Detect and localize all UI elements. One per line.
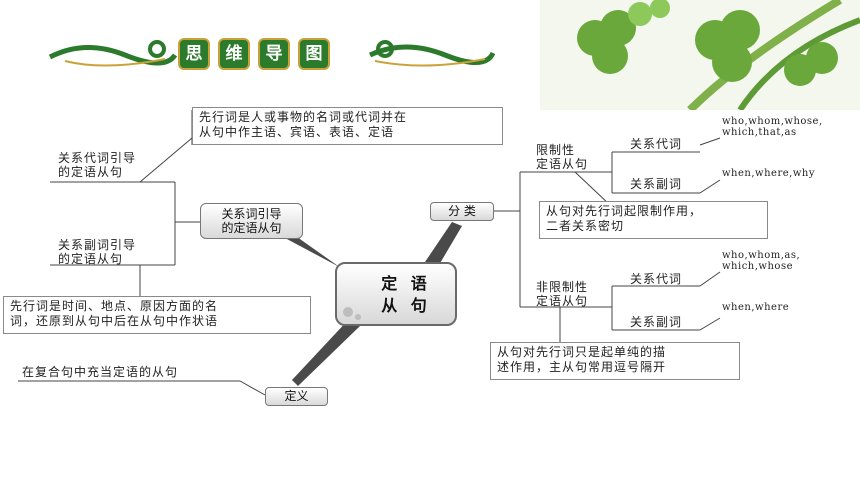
nonrestrictive-pronoun-words-1: who,whom,as,: [722, 250, 801, 261]
pronoun-antecedent-note: 先行词是人或事物的名词或代词并在 从句中作主语、宾语、表语、定语: [192, 107, 503, 145]
nonrestrictive-pronoun-label: 关系代词: [630, 272, 683, 286]
central-topic-title: 定 语 从 句: [376, 273, 436, 317]
nonrestrictive-adverb-label: 关系副词: [630, 315, 683, 329]
adverb-note-line-2: 词，还原到从句中后在从句中作状语: [10, 314, 219, 328]
adverb-label-line-1: 关系副词引导: [58, 238, 137, 252]
restrictive-note-line-1: 从句对先行词起限制作用，: [546, 204, 703, 218]
restrictive-clause-label: 限制性 定语从句: [536, 143, 588, 171]
nonrestrictive-clause-label: 非限制性 定语从句: [536, 280, 588, 308]
pronoun-note-line-1: 先行词是人或事物的名词或代词并在: [199, 110, 408, 124]
nonrestrictive-label-line-2: 定语从句: [536, 294, 589, 308]
adverb-note-line-1: 先行词是时间、地点、原因方面的名: [10, 299, 219, 313]
restrictive-note: 从句对先行词起限制作用， 二者关系密切: [539, 201, 768, 239]
restrictive-pronoun-label: 关系代词: [630, 137, 683, 151]
title-banner-ornament: [48, 40, 495, 67]
adverb-clause-label: 关系副词引导 的定语从句: [58, 238, 136, 266]
relative-node-line-2: 的定语从句: [221, 221, 282, 235]
pronoun-clause-label: 关系代词引导 的定语从句: [58, 151, 136, 179]
title-char-1: 思: [178, 38, 210, 70]
adverb-label-line-2: 的定语从句: [58, 252, 124, 266]
central-title-line-2: 从 句: [381, 296, 431, 315]
nonrestrictive-pronoun-words-2: which,whose: [722, 261, 793, 272]
restrictive-pronoun-words-1: who,whom,whose,: [722, 116, 823, 127]
title-char-3: 导: [258, 38, 290, 70]
adverb-antecedent-note: 先行词是时间、地点、原因方面的名 词，还原到从句中后在从句中作状语: [3, 296, 311, 334]
relative-node-line-1: 关系词引导: [221, 207, 282, 221]
definition-text: 在复合句中充当定语的从句: [22, 365, 179, 379]
restrictive-note-line-2: 二者关系密切: [546, 219, 625, 233]
title-char-4: 图: [298, 38, 330, 70]
pronoun-label-line-2: 的定语从句: [58, 165, 124, 179]
definition-node[interactable]: 定义: [265, 387, 328, 406]
restrictive-label-line-2: 定语从句: [536, 157, 589, 171]
nonrestrictive-adverb-words: when,where: [722, 302, 790, 313]
center-decor-dots: [343, 307, 361, 320]
restrictive-adverb-words: when,where,why: [722, 168, 815, 179]
classification-node[interactable]: 分 类: [430, 202, 494, 221]
restrictive-adverb-label: 关系副词: [630, 177, 683, 191]
nonrestrictive-note: 从句对先行词只是起单纯的描 述作用，主从句常用逗号隔开: [490, 342, 740, 380]
pronoun-note-line-2: 从句中作主语、宾语、表语、定语: [199, 125, 395, 139]
nonrestrictive-pronoun-words: who,whom,as, which,whose: [722, 250, 800, 272]
pronoun-label-line-1: 关系代词引导: [58, 151, 137, 165]
restrictive-pronoun-words-2: which,that,as: [722, 127, 797, 138]
restrictive-pronoun-words: who,whom,whose, which,that,as: [722, 116, 823, 138]
central-title-line-1: 定 语: [381, 274, 431, 293]
restrictive-label-line-1: 限制性: [536, 143, 576, 157]
nonrestrictive-label-line-1: 非限制性: [536, 280, 589, 294]
relative-word-clause-node[interactable]: 关系词引导 的定语从句: [200, 203, 303, 239]
clover-leaves-image: [540, 0, 860, 110]
nonrestrictive-note-line-2: 述作用，主从句常用逗号隔开: [497, 360, 667, 374]
title-char-2: 维: [218, 38, 250, 70]
central-topic-node[interactable]: [335, 262, 457, 326]
nonrestrictive-note-line-1: 从句对先行词只是起单纯的描: [497, 345, 667, 359]
